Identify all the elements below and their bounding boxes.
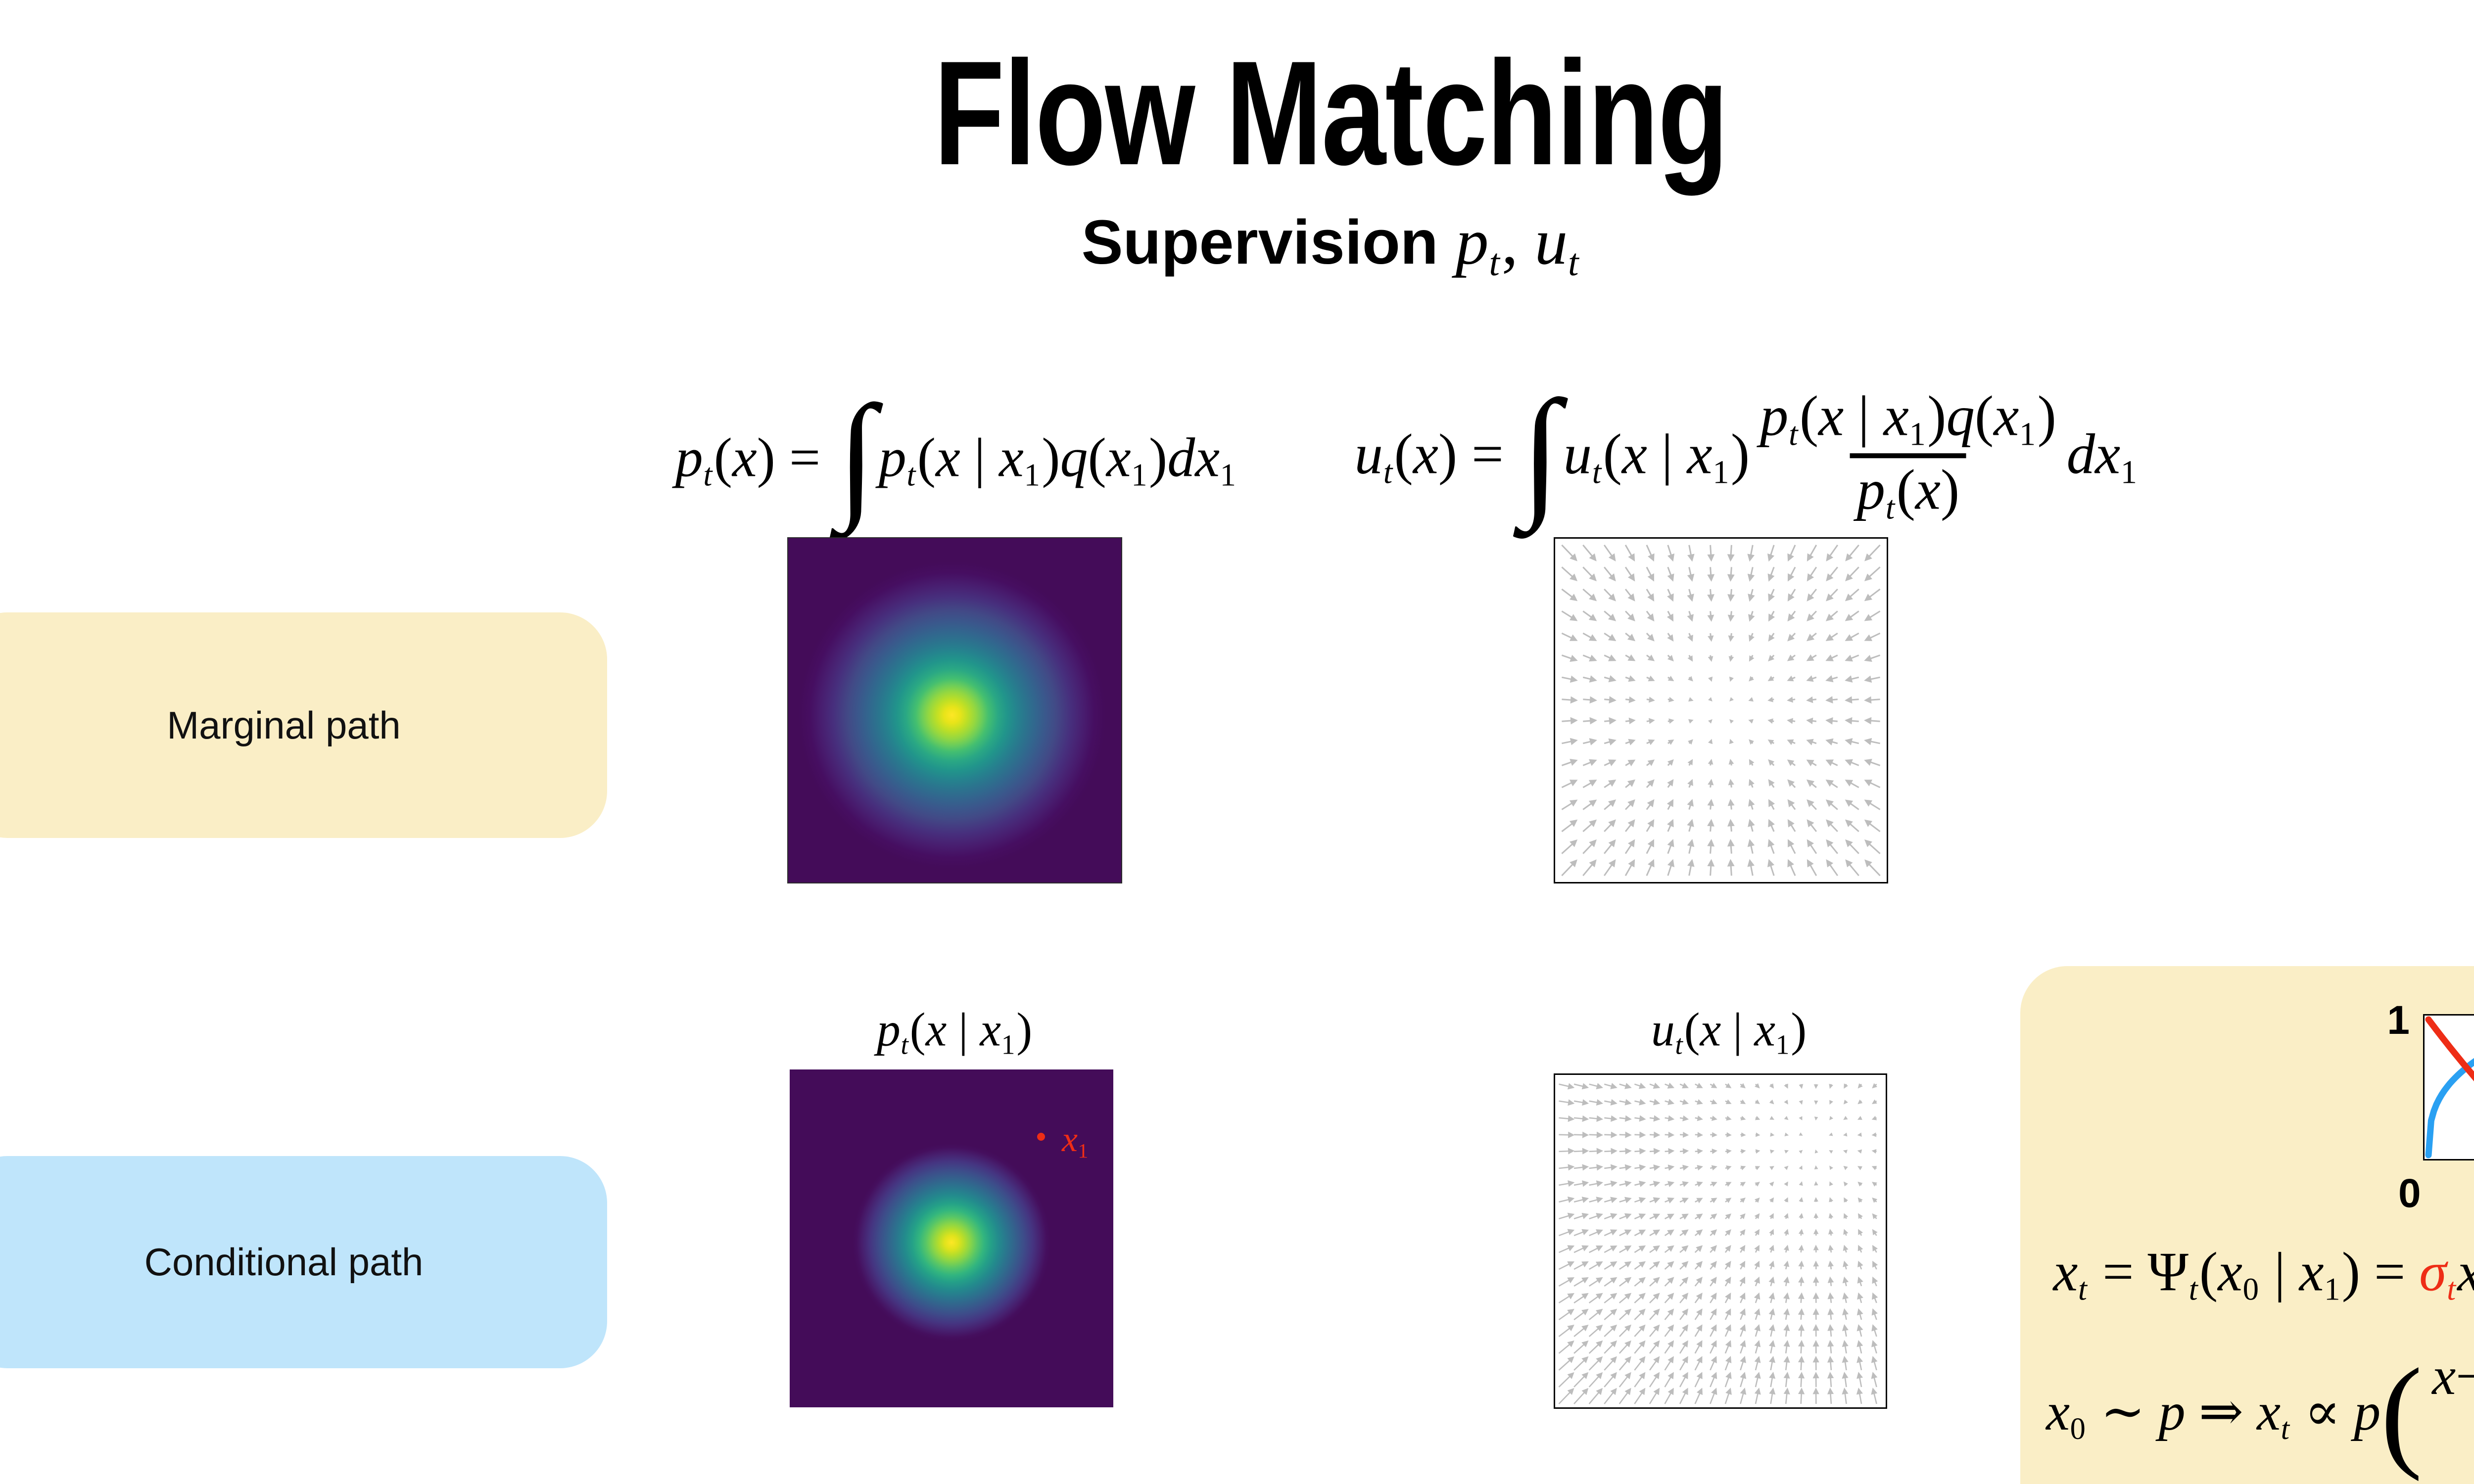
conditional-path-card: Conditional path (0, 1156, 607, 1368)
conditional-density-label: pt(x | x1) (876, 1003, 1033, 1061)
x1-marker-label: x1 (1062, 1119, 1089, 1162)
page-title: Flow Matching (0, 39, 2474, 187)
conditional-path-label: Conditional path (144, 1240, 424, 1284)
marginal-path-label: Marginal path (167, 703, 401, 747)
marginal-quiver-arrows (1561, 544, 1881, 877)
subtitle-math: pt, ut (1455, 205, 1579, 284)
formula-pushforward: x0 ∼ p ⇒ xt ∝ p(x−αtx1σt) (2046, 1347, 2474, 1483)
slide-subtitle: Supervision pt, ut (0, 202, 2474, 285)
subtitle-text: Supervision (1081, 207, 1456, 277)
formula-marginal-velocity: ut(x) = ∫ut(x | x1)pt(x | x1)q(x1)pt(x)d… (1354, 371, 2138, 532)
conditional-quiver-arrows (1558, 1082, 1878, 1404)
conditional-velocity-label: ut(x | x1) (1651, 1003, 1807, 1061)
formula-marginal-density: pt(x) = ∫pt(x | x1)q(x1)dx1 (675, 376, 1237, 533)
conditional-density-heatmap (790, 1069, 1113, 1407)
schedule-plot (2423, 1014, 2474, 1160)
schedule-ytick-1: 1 (2387, 998, 2410, 1043)
schedule-card (2020, 966, 2474, 1484)
schedule-xtick-0: 0 (2398, 1171, 2421, 1216)
x1-marker-dot (1037, 1133, 1045, 1141)
schedule-curves (2425, 1016, 2474, 1159)
conditional-velocity-quiver (1554, 1073, 1887, 1409)
title-text: Flow Matching (934, 30, 1729, 196)
marginal-velocity-quiver (1554, 537, 1888, 883)
marginal-density-heatmap (787, 537, 1122, 883)
marginal-path-card: Marginal path (0, 612, 607, 838)
